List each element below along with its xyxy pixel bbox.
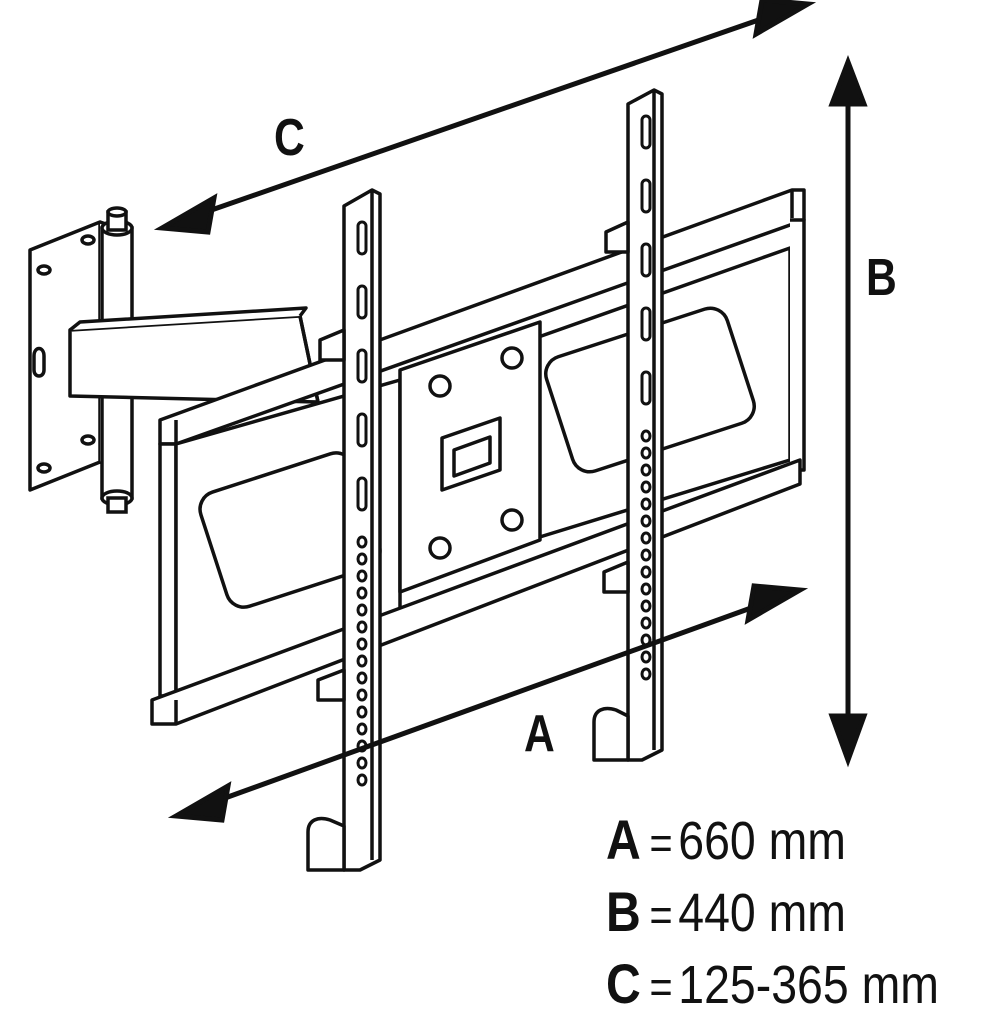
bracket-hole-icon	[356, 705, 368, 719]
arrowhead-b-bottom-icon	[828, 713, 868, 768]
screw-icon	[500, 346, 524, 370]
bracket-hole-icon	[640, 616, 652, 630]
screw-icon	[428, 374, 452, 398]
bracket-slot-icon	[356, 284, 368, 320]
bracket-hole-icon	[356, 535, 368, 549]
bracket-slot-icon	[640, 114, 652, 150]
bracket-slots-left	[356, 220, 368, 787]
bracket-hole-icon	[640, 531, 652, 545]
dimension-label-a: A	[524, 705, 555, 763]
spec-value: 125-365 mm	[678, 955, 939, 1015]
plate-hole-icon	[80, 434, 96, 446]
tv-frame	[150, 188, 806, 726]
bracket-slot-icon	[640, 178, 652, 214]
bracket-hole-icon	[356, 620, 368, 634]
bracket-hole-icon	[356, 654, 368, 668]
bracket-slot-icon	[640, 242, 652, 278]
bracket-slots-right	[640, 114, 652, 681]
spec-key: C	[606, 952, 641, 1015]
bracket-slot-icon	[356, 220, 368, 256]
bracket-left	[306, 188, 382, 872]
bracket-hole-icon	[356, 722, 368, 736]
spec-row-a: A=660 mm	[606, 808, 847, 872]
spec-equals: =	[649, 961, 673, 1013]
spec-equals: =	[649, 889, 673, 941]
bracket-hole-icon	[640, 667, 652, 681]
bracket-hole-icon	[640, 497, 652, 511]
bracket-hole-icon	[640, 599, 652, 613]
plate-hole-icon	[36, 264, 52, 276]
spec-value: 440 mm	[678, 883, 847, 943]
bracket-hole-icon	[356, 671, 368, 685]
bracket-hole-icon	[640, 514, 652, 528]
arrowhead-a-left-icon	[167, 781, 232, 823]
arrowhead-c-right-icon	[752, 0, 817, 39]
bracket-hole-icon	[640, 565, 652, 579]
arrowhead-c-left-icon	[153, 193, 218, 235]
bracket-slot-icon	[640, 306, 652, 342]
dimension-arrows	[153, 0, 868, 823]
bracket-slot-icon	[356, 412, 368, 448]
plate-hole-icon	[80, 234, 96, 246]
screw-icon	[428, 536, 452, 560]
spec-value: 660 mm	[678, 811, 847, 871]
bracket-hole-icon	[356, 569, 368, 583]
spec-key: A	[606, 808, 641, 871]
bracket-hole-icon	[356, 637, 368, 651]
dimension-label-b: B	[866, 249, 897, 307]
bracket-slot-icon	[356, 476, 368, 512]
bracket-hole-icon	[640, 480, 652, 494]
arrowhead-b-top-icon	[828, 54, 868, 107]
bracket-hole-icon	[356, 552, 368, 566]
arrowhead-a-right-icon	[744, 583, 809, 625]
bracket-slot-icon	[640, 370, 652, 406]
screw-icon	[500, 508, 524, 532]
bracket-hole-icon	[356, 603, 368, 617]
bracket-hole-icon	[640, 463, 652, 477]
dimension-label-c: C	[274, 109, 305, 167]
keyhole-icon	[32, 346, 46, 378]
spec-key: B	[606, 880, 641, 943]
bracket-right	[592, 88, 664, 762]
spec-equals: =	[649, 817, 673, 869]
bracket-hole-icon	[640, 446, 652, 460]
bracket-hole-icon	[640, 429, 652, 443]
spec-row-c: C=125-365 mm	[606, 952, 939, 1016]
bracket-hole-icon	[640, 548, 652, 562]
spec-row-b: B=440 mm	[606, 880, 847, 944]
bracket-hole-icon	[356, 773, 368, 787]
arrow-c	[199, 13, 771, 217]
bracket-hole-icon	[356, 688, 368, 702]
bracket-slot-icon	[356, 348, 368, 384]
arrow-a	[213, 601, 763, 805]
bracket-hole-icon	[356, 756, 368, 770]
bracket-hole-icon	[640, 582, 652, 596]
bracket-hole-icon	[640, 650, 652, 664]
wall-mount-diagram	[28, 0, 868, 872]
plate-hole-icon	[36, 462, 52, 474]
bracket-hole-icon	[356, 586, 368, 600]
